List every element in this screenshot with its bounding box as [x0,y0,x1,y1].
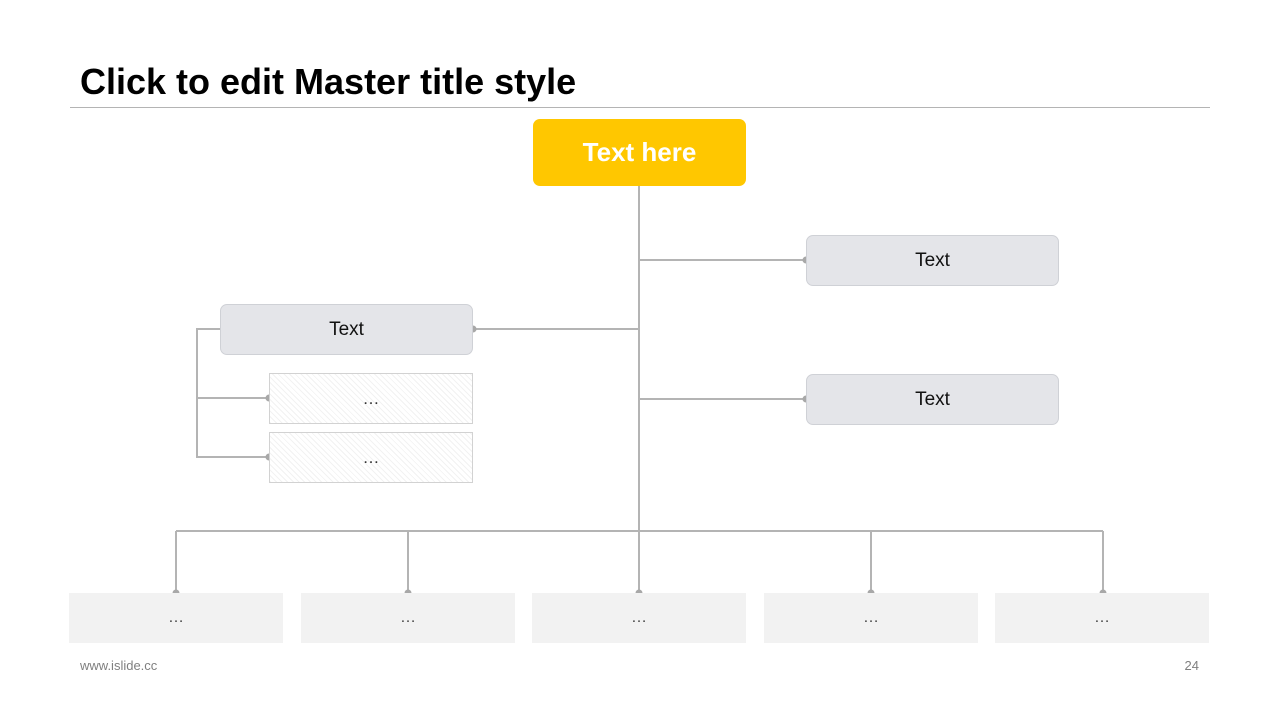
branch-node-left[interactable]: Text [220,304,473,355]
bottom-node-5[interactable]: … [995,593,1209,643]
bottom-node-4[interactable]: … [764,593,978,643]
branch-node-right-top[interactable]: Text [806,235,1059,286]
slide-title[interactable]: Click to edit Master title style [80,61,577,102]
bottom-node-1[interactable]: … [69,593,283,643]
sub-item-node[interactable]: … [269,432,473,483]
bottom-node-2[interactable]: … [301,593,515,643]
footer-url: www.islide.cc [80,658,158,673]
sub-item-bracket [196,328,269,458]
bottom-node-3[interactable]: … [532,593,746,643]
branch-node-right-bottom[interactable]: Text [806,374,1059,425]
root-node[interactable]: Text here [533,119,746,186]
sub-item-node[interactable]: … [269,373,473,424]
title-divider [70,107,1210,108]
page-number: 24 [1184,658,1199,673]
